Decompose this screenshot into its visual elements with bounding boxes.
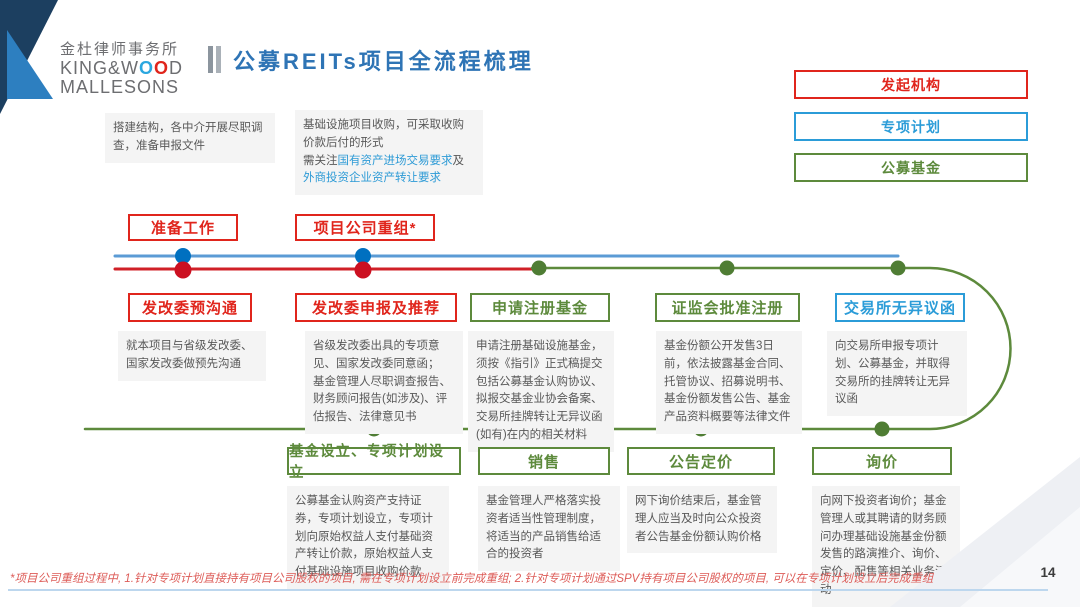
note-acquisition: 基础设施项目收购，可采取收购价款后付的形式 需关注国有资产进场交易要求及外商投资… bbox=[295, 110, 483, 196]
note-preparation: 搭建结构，各中介开展尽职调查，准备申报文件 bbox=[105, 113, 275, 163]
note-fund-registration: 申请注册基础设施基金，须按《指引》正式稿提交包括公募基金认购协议、拟报交基金业协… bbox=[468, 331, 614, 452]
note-sales: 基金管理人严格落实投资者适当性管理制度，将适当的产品销售给适合的投资者 bbox=[478, 486, 620, 572]
stage-inquiry: 询价 bbox=[812, 447, 952, 475]
milestone-dot-red-restructure bbox=[354, 261, 372, 279]
logo-blue-ring: O bbox=[139, 57, 155, 78]
note-fund-setup: 公募基金认购资产支持证券，专项计划设立，专项计划向原始权益人支付基础资产转让价款… bbox=[287, 486, 449, 590]
kwm-logo: 金杜律师事务所 KING&WOOD MALLESONS bbox=[60, 41, 184, 98]
stage-fund-registration: 申请注册基金 bbox=[470, 293, 610, 322]
note-csrc-approval: 基金份额公开发售3日前，依法披露基金合同、托管协议、招募说明书、基金份额发售公告… bbox=[656, 331, 802, 435]
stage-csrc-approval: 证监会批准注册 bbox=[655, 293, 800, 322]
stage-prep-work: 准备工作 bbox=[128, 214, 238, 241]
note-acquisition-line1: 基础设施项目收购，可采取收购价款后付的形式 bbox=[303, 119, 464, 149]
legend-public-fund: 公募基金 bbox=[794, 153, 1028, 182]
stage-exchange-noc: 交易所无异议函 bbox=[835, 293, 965, 322]
footnote-underline bbox=[8, 589, 1048, 591]
stage-company-restructure: 项目公司重组* bbox=[295, 214, 435, 241]
milestone-dot-green-registration bbox=[531, 260, 547, 276]
corner-decoration-triangles bbox=[0, 0, 58, 114]
stage-ndrc-precomm: 发改委预沟通 bbox=[128, 293, 252, 322]
stage-sales: 销售 bbox=[478, 447, 610, 475]
logo-cn-name: 金杜律师事务所 bbox=[60, 41, 180, 58]
note-exchange-noc: 向交易所申报专项计划、公募基金，并取得交易所的挂牌转让无异议函 bbox=[827, 331, 967, 417]
title-accent-bars bbox=[208, 46, 224, 73]
legend-sponsor: 发起机构 bbox=[794, 70, 1028, 99]
legend-abs-plan: 专项计划 bbox=[794, 112, 1028, 141]
logo-en-line2: MALLESONS bbox=[60, 77, 180, 98]
logo-en-line1: KING&WOOD bbox=[60, 57, 184, 79]
page-number: 14 bbox=[1040, 565, 1056, 580]
milestone-dot-blue-prep bbox=[175, 248, 191, 264]
logo-red-ring: O bbox=[154, 57, 170, 78]
milestone-dot-green-inquiry bbox=[874, 421, 890, 437]
logo-en1-pre: KING&W bbox=[60, 57, 140, 78]
note-inquiry: 向网下投资者询价；基金管理人或其聘请的财务顾问办理基础设施基金份额发售的路演推介… bbox=[812, 486, 960, 607]
note-acquisition-link1: 国有资产进场交易要求 bbox=[337, 154, 453, 167]
note-price-announcement: 网下询价结束后，基金管理人应当及时向公众投资者公告基金份额认购价格 bbox=[627, 486, 777, 554]
milestone-dot-blue-restructure bbox=[355, 248, 371, 264]
milestone-dot-green-exchange bbox=[890, 260, 906, 276]
note-acquisition-mid: 及 bbox=[452, 154, 465, 167]
bottom-right-decoration bbox=[890, 457, 1080, 607]
stage-price-announcement: 公告定价 bbox=[627, 447, 775, 475]
note-acquisition-prefix: 需关注 bbox=[303, 154, 338, 167]
stage-fund-setup: 基金设立、专项计划设立 bbox=[287, 444, 461, 481]
note-acquisition-link2: 外商投资企业资产转让要求 bbox=[303, 172, 441, 185]
milestone-dot-green-csrc bbox=[719, 260, 735, 276]
lighter-triangle bbox=[960, 507, 1080, 607]
footnote: *项目公司重组过程中, 1.针对专项计划直接持有项目公司股权的项目, 需在专项计… bbox=[10, 573, 934, 585]
page-title: 公募REITs项目全流程梳理 bbox=[233, 49, 534, 74]
note-ndrc-precomm: 就本项目与省级发改委、国家发改委做预先沟通 bbox=[118, 331, 266, 381]
logo-en1-post: D bbox=[169, 57, 184, 78]
blue-triangle bbox=[7, 30, 53, 99]
note-ndrc-filing: 省级发改委出具的专项意见、国家发改委同意函； 基金管理人尽职调查报告、财务顾问报… bbox=[305, 331, 463, 435]
public-fund-line-green bbox=[83, 266, 1012, 431]
milestone-dot-red-prep bbox=[174, 261, 192, 279]
stage-ndrc-filing: 发改委申报及推荐 bbox=[295, 293, 457, 322]
